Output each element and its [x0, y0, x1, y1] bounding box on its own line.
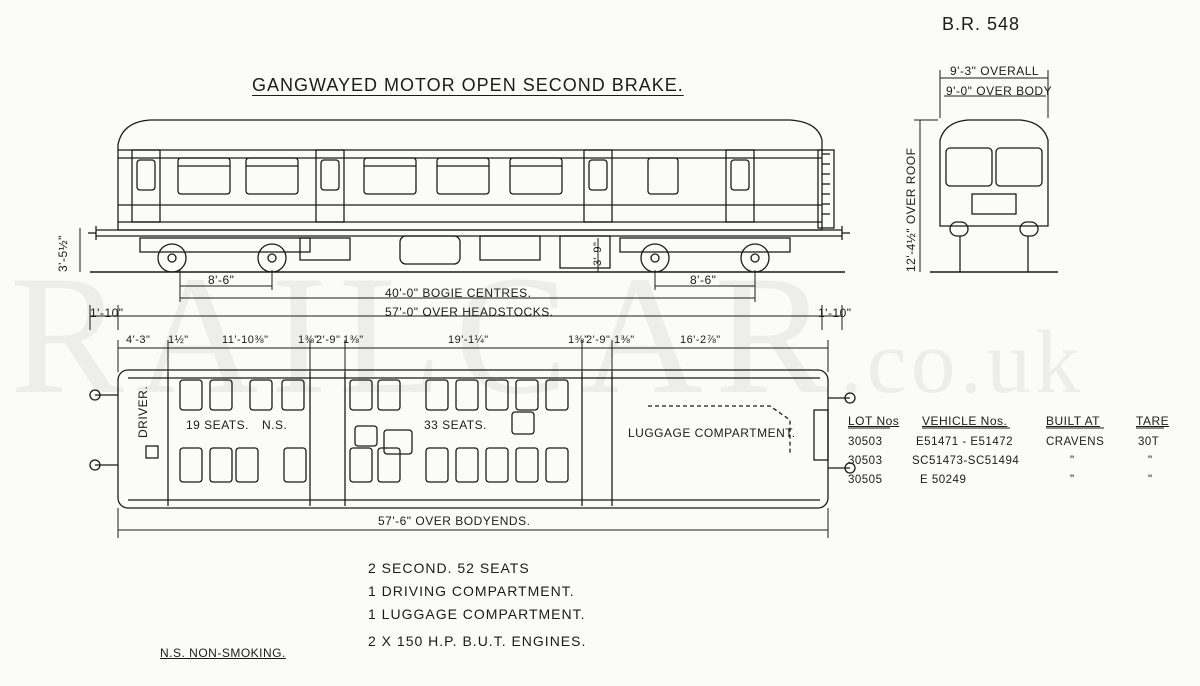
table-header-built: BUILT AT [1046, 414, 1101, 428]
bogie-offset-left-label: 8'-6" [208, 273, 235, 287]
side-dimension-lines [79, 228, 843, 330]
table-cell: 30505 [848, 474, 883, 486]
table-cell: 30503 [848, 436, 883, 448]
plan-dim-2: 1½" [168, 334, 189, 346]
over-headstocks-label: 57'-0" OVER HEADSTOCKS. [385, 305, 554, 319]
plan-dim-10: 1⅜" [614, 334, 635, 346]
side-elevation [79, 119, 850, 330]
height-rail-label: 3'-5½" [56, 235, 70, 272]
table-cell: " [1148, 455, 1153, 467]
plan-dimension-lines [117, 340, 829, 538]
table-cell: SC51473-SC51494 [912, 455, 1020, 467]
note-line: 2 X 150 H.P. B.U.T. ENGINES. [368, 633, 587, 649]
table-cell: 30503 [848, 455, 883, 467]
plan-dim-8: 1⅜" [568, 334, 589, 346]
end-right-label: 1'-10" [818, 306, 852, 320]
plan-dim-3: 11'-10⅜" [222, 334, 269, 346]
plan-dim-1: 4'-3" [126, 334, 151, 346]
table-header-vehicle: VEHICLE Nos. [922, 414, 1008, 428]
plan-dim-6: 1⅜" [343, 334, 364, 346]
note-line: 1 LUGGAGE COMPARTMENT. [368, 606, 586, 622]
watermark-tail: .co.uk [840, 313, 1085, 412]
end-left-label: 1'-10" [90, 306, 124, 320]
drawing-code: B.R. 548 [942, 14, 1021, 34]
plan-view [89, 340, 856, 538]
table-header-tare: TARE [1136, 414, 1170, 428]
note-line: 1 DRIVING COMPARTMENT. [368, 583, 575, 599]
table-cell: " [1148, 474, 1153, 486]
side-windows [136, 157, 750, 195]
luggage-compartment-label: LUGGAGE COMPARTMENT. [628, 426, 796, 440]
plan-dim-9: 2'-9" [586, 334, 611, 346]
table-cell: CRAVENS [1046, 436, 1105, 448]
plan-seats [179, 379, 569, 483]
table-cell: " [1070, 474, 1075, 486]
bogie-offset-right-label: 8'-6" [690, 273, 717, 287]
footnote: N.S. NON-SMOKING. [160, 646, 286, 660]
step-height-label: 3'-9" [592, 241, 604, 266]
seats-left-label: 19 SEATS. [186, 418, 249, 432]
table-cell: E51471 - E51472 [916, 436, 1014, 448]
bogie-centres-label: 40'-0" BOGIE CENTRES. [385, 286, 532, 300]
driver-label: DRIVER. [136, 385, 150, 438]
plan-dim-4: 1⅜" [298, 334, 319, 346]
end-over-roof-label: 12'-4½" OVER ROOF [904, 147, 918, 272]
bogie-right [619, 237, 791, 273]
plan-dim-11: 16'-2⅞" [680, 334, 721, 346]
bogie-left [139, 237, 311, 273]
note-line: 2 SECOND. 52 SEATS [368, 560, 530, 576]
plan-dim-5: 2'-9" [316, 334, 341, 346]
non-smoking-label: N.S. [262, 418, 288, 432]
plan-dim-7: 19'-1¼" [448, 334, 489, 346]
end-overall-label: 9'-3" OVERALL [950, 64, 1040, 78]
end-elevation [914, 70, 1058, 273]
table-cell: 30T [1138, 436, 1160, 448]
over-bodyends-label: 57'-6" OVER BODYENDS. [378, 514, 531, 528]
drawing-title: GANGWAYED MOTOR OPEN SECOND BRAKE. [252, 75, 684, 95]
seats-right-label: 33 SEATS. [424, 418, 487, 432]
table-header-lot: LOT Nos [848, 414, 900, 428]
table-cell: " [1070, 455, 1075, 467]
end-over-body-label: 9'-0" OVER BODY [946, 84, 1053, 98]
side-body-outline [117, 119, 823, 231]
table-cell: E 50249 [920, 474, 967, 486]
